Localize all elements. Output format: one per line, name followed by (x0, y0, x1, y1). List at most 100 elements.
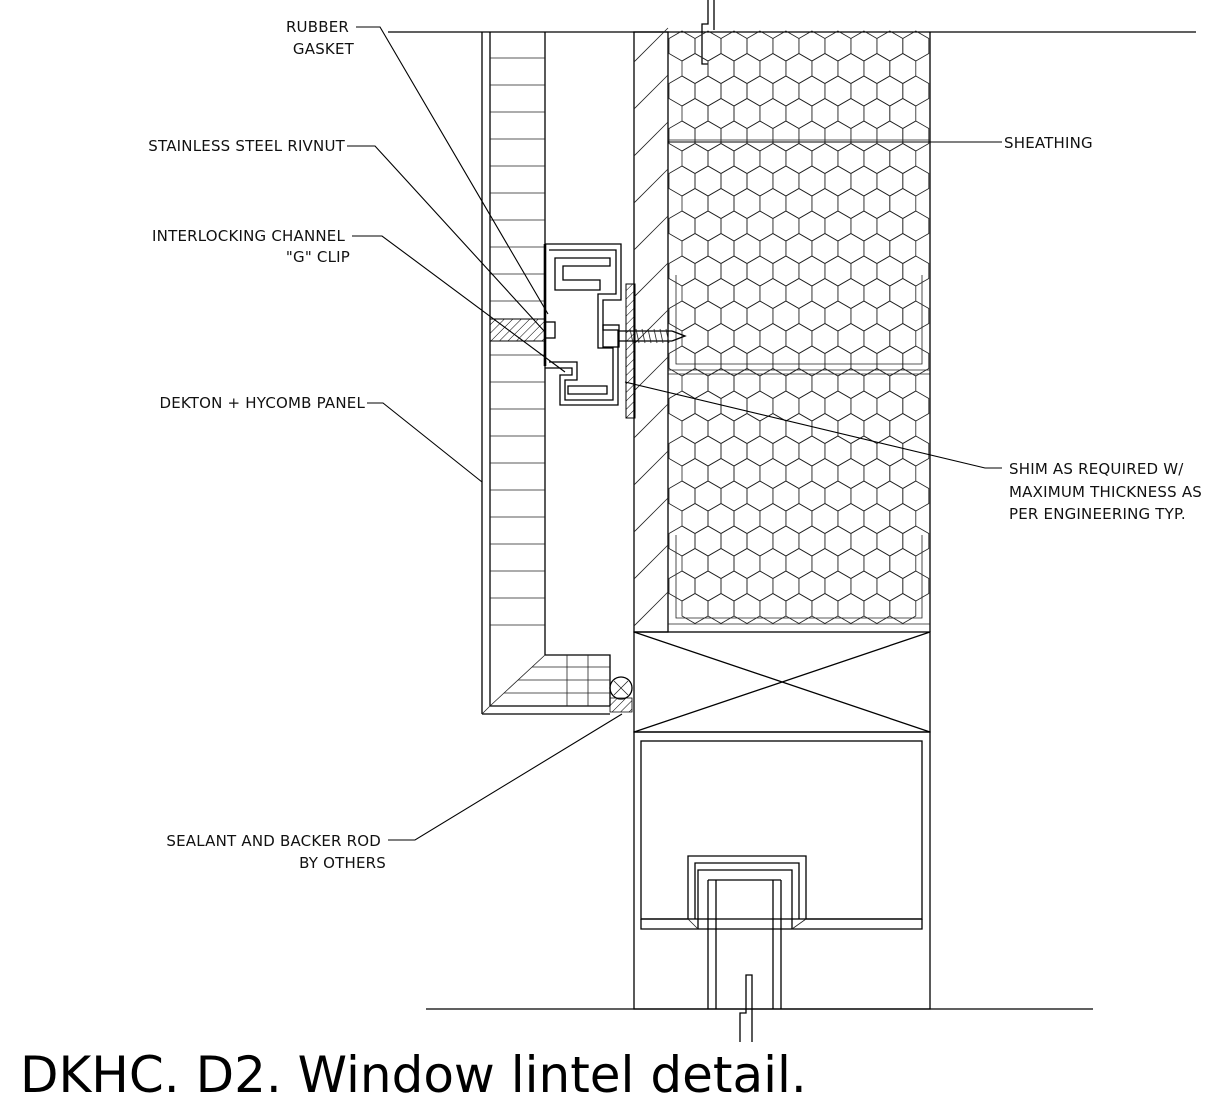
insulation-hex-cell (824, 300, 852, 332)
insulation-hex-cell (863, 503, 891, 534)
insulation-hex-cell (798, 345, 826, 377)
insulation-hex-cell (876, 435, 904, 467)
insulation-hex-cell (785, 503, 813, 534)
insulation-hex-cell (902, 210, 930, 242)
insulation-hex-cell (863, 98, 891, 129)
insulation-hex-cell (694, 210, 722, 242)
bottom-break-mark (739, 974, 753, 1042)
insulation-hex-cell (863, 548, 891, 579)
insulation-hex-cell (785, 233, 813, 264)
insulation-hex-cell (837, 593, 865, 624)
insulation-hex-cell (811, 233, 839, 264)
insulation-hex-cell (707, 368, 735, 399)
insulation-hex-cell (876, 390, 904, 422)
insulation-hex-cell (746, 255, 774, 287)
insulation-hex-cell (772, 255, 800, 287)
insulation-hex-cell (889, 53, 917, 84)
insulation-hex-cell (889, 368, 917, 399)
leader-lines (347, 26, 1002, 841)
insulation-hex-cell (746, 30, 774, 62)
insulation-hex-cell (902, 165, 930, 197)
insulation-hex-cell (785, 188, 813, 219)
insulation-hex-cell (863, 368, 891, 399)
insulation-hex-cell (785, 548, 813, 579)
insulation-hex-cell (707, 53, 735, 84)
insulation-hex-cell (876, 300, 904, 332)
insulation-hex-cell (746, 345, 774, 377)
insulation-hex-cell (759, 323, 787, 354)
insulation-hex-cell (811, 593, 839, 624)
insulation-hex-cell (837, 368, 865, 399)
insulation-hex-cell (876, 165, 904, 197)
insulation-hex-cell (681, 143, 709, 174)
screw-thread (641, 328, 646, 344)
drawing-title: DKHC. D2. Window lintel detail. (20, 1046, 807, 1104)
insulation-hex-cell (850, 300, 878, 332)
insulation-hex-cell (668, 120, 696, 152)
backer-rod (609, 676, 633, 713)
label-shim: SHIM AS REQUIRED W/ MAXIMUM THICKNESS AS… (1009, 460, 1207, 523)
insulation-hex-cell (785, 323, 813, 354)
sheathing-hatch-line (633, 27, 669, 63)
insulation-hex-cell (863, 323, 891, 354)
insulation-hex-cell (772, 75, 800, 107)
insulation-hex-cell (902, 570, 930, 602)
insulation-hex-cell (850, 120, 878, 152)
insulation-hex-cell (733, 413, 761, 444)
insulation-hex-cell (889, 413, 917, 444)
insulation-hex-cell (824, 480, 852, 512)
insulation-hex-cell (785, 413, 813, 444)
insulation-hex-cell (850, 570, 878, 602)
insulation-hex-cell (694, 480, 722, 512)
g-clip-channel (545, 243, 622, 406)
insulation-hex-cell (668, 255, 696, 287)
insulation-hex-cell (733, 233, 761, 264)
insulation-hex-cell (720, 120, 748, 152)
insulation-hex-cell (772, 165, 800, 197)
insulation-hex-cell (746, 570, 774, 602)
insulation-hex-cell (681, 593, 709, 624)
insulation-hex-cell (772, 525, 800, 557)
insulation-hex-cell (798, 165, 826, 197)
insulation-hex-cell (694, 345, 722, 377)
insulation-hex-cell (850, 435, 878, 467)
insulation-hex-cell (863, 278, 891, 309)
insulation-hex-cell (720, 345, 748, 377)
insulation-hex-cell (668, 435, 696, 467)
insulation-hex-cell (889, 458, 917, 489)
insulation-hex-cell (837, 53, 865, 84)
insulation-hex-cell (759, 368, 787, 399)
insulation-hex-cell (902, 255, 930, 287)
insulation-hex-cell (759, 53, 787, 84)
insulation-hex-cell (837, 458, 865, 489)
insulation-hex-cell (798, 570, 826, 602)
insulation-hex-cell (785, 143, 813, 174)
insulation-hex-cell (798, 255, 826, 287)
insulation-hex-cell (668, 525, 696, 557)
insulation-hex-cell (902, 390, 930, 422)
insulation-hex-cell (668, 210, 696, 242)
insulation-hex-cell (681, 413, 709, 444)
insulation-hex-cell (850, 165, 878, 197)
insulation-hex-cell (837, 548, 865, 579)
insulation-hex-cell (772, 390, 800, 422)
insulation-hex-cell (746, 480, 774, 512)
insulation-hex-cell (733, 368, 761, 399)
insulation-hex-cell (876, 30, 904, 62)
sheathing-hatch-line (633, 262, 669, 298)
insulation-hex-cell (876, 210, 904, 242)
insulation-hex-cell (720, 75, 748, 107)
label-g-clip: INTERLOCKING CHANNEL "G" CLIP (152, 227, 350, 266)
insulation-hex-cell (876, 75, 904, 107)
insulation-hex-cell (759, 143, 787, 174)
insulation-hex-cell (902, 30, 930, 62)
insulation-hex-cell (746, 435, 774, 467)
insulation-hex-cell (824, 210, 852, 242)
insulation-outline (668, 32, 931, 632)
sheathing-hatch-line (633, 544, 669, 580)
insulation-hex-cell (720, 210, 748, 242)
insulation-hex-cell (837, 278, 865, 309)
insulation-hex-cell (707, 593, 735, 624)
insulation-hex-cell (707, 233, 735, 264)
insulation-hex-cell (837, 143, 865, 174)
